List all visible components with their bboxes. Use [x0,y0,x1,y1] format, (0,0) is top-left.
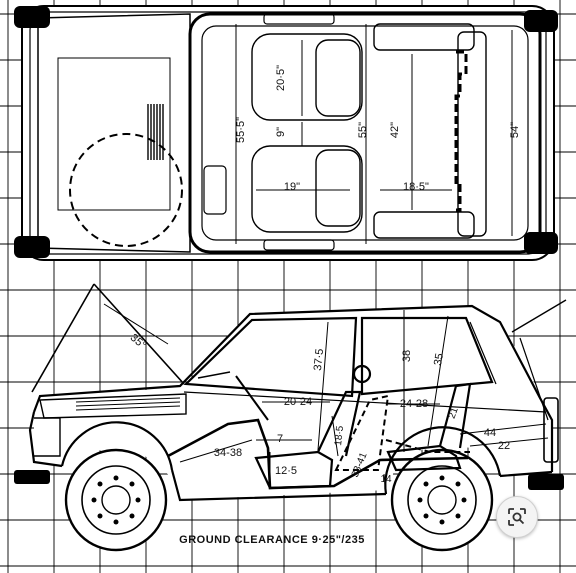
label-interior-width-rear: 55" [357,122,369,138]
bumper-rear-left [524,10,558,32]
label-interior-width-front: 55·5" [235,117,247,143]
label-seat-height: 12·5 [275,465,297,477]
rear-seat-top [373,23,487,239]
label-floor-step: 14 [380,474,392,485]
label-front-seat-length: 20·5" [275,65,287,91]
lens-search-button[interactable] [496,496,538,538]
label-rear-width: 54" [509,122,521,138]
bonnet-open [31,283,185,393]
label-rear-headroom-2: 35 [432,352,446,366]
lens-search-icon [508,508,526,526]
label-cushion-depth: 18·5 [333,425,346,446]
label-rear-legroom: 24-28 [400,398,428,410]
label-pedal-reach: 34-38 [214,447,242,459]
front-seat-side [254,364,372,490]
top-view: 20·5" 9" 19" 55·5" 55" 42" 18·5" 54" [14,5,558,261]
label-rear-headroom-1: 38 [401,350,413,362]
label-rear-seat-width: 18·5" [403,181,429,193]
front-wheel [64,448,168,552]
label-cargo-length: 42" [389,122,401,138]
label-knee-height: 7 [277,433,283,445]
bonnet-vent [147,104,164,160]
front-bumper-side [14,470,50,484]
label-rear-seat-back: 21 [447,406,461,421]
label-bonnet-angle: 35° [128,332,148,352]
label-front-legroom: 20-24 [284,396,312,408]
ground-clearance-caption: GROUND CLEARANCE 9·25"/235 [179,534,365,546]
bumper-front-right [14,236,50,258]
label-front-headroom-top: 9" [275,127,287,137]
rear-seat-side [386,382,472,472]
label-front-headroom: 37·5 [312,348,326,371]
rear-wheel [390,448,494,552]
top-dimension-lines [235,24,513,244]
bumper-front-left [14,6,50,28]
label-front-seat-width: 19" [284,181,300,193]
rear-bumper-side [528,474,564,490]
spare-wheel-outline [69,133,183,247]
car-body-outline [28,304,554,502]
label-cargo-depth: 44 [484,427,496,439]
side-dimension-lines [179,310,549,495]
side-view: 35° [14,283,567,552]
label-cargo-floor: 22 [498,440,510,452]
front-seats-top [251,33,363,233]
